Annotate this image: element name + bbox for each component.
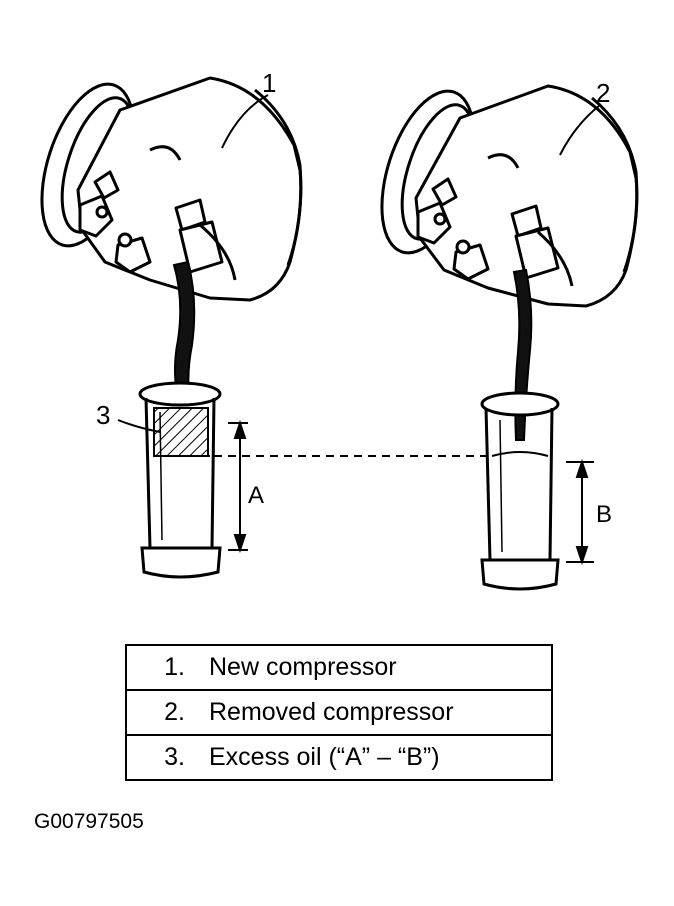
- callout-3-leader: [117, 419, 161, 433]
- dimension-a: [228, 419, 248, 554]
- legend-row: 2. Removed compressor: [125, 689, 553, 736]
- legend-row: 3. Excess oil (“A” – “B”): [125, 734, 553, 781]
- removed-compressor: [380, 84, 639, 308]
- figure-code: G00797505: [34, 810, 144, 833]
- callout-2: 2: [596, 78, 610, 108]
- dimension-b-label: B: [596, 501, 612, 528]
- callout-3: 3: [96, 400, 110, 430]
- legend-row: 1. New compressor: [125, 644, 553, 691]
- legend-text: Excess oil (“A” – “B”): [209, 743, 440, 771]
- legend-text: Removed compressor: [209, 698, 454, 726]
- dimension-a-label: A: [248, 482, 264, 509]
- callout-1: 1: [262, 68, 276, 98]
- cylinder-left: [138, 381, 222, 579]
- dimension-b: [566, 458, 594, 566]
- oil-stream-left: [172, 260, 196, 401]
- cylinder-right: [480, 391, 560, 591]
- compressor-oil-diagram: A B 1 2 3: [40, 68, 639, 591]
- legend-table: 1. New compressor 2. Removed compressor 3.…: [125, 644, 553, 781]
- legend-number: 3.: [164, 743, 185, 771]
- callout-2-leader: [559, 104, 601, 156]
- legend-text: New compressor: [209, 653, 397, 681]
- legend-number: 1.: [164, 653, 185, 681]
- new-compressor: [40, 76, 303, 302]
- legend-number: 2.: [164, 698, 185, 726]
- callout-1-leader: [221, 94, 269, 149]
